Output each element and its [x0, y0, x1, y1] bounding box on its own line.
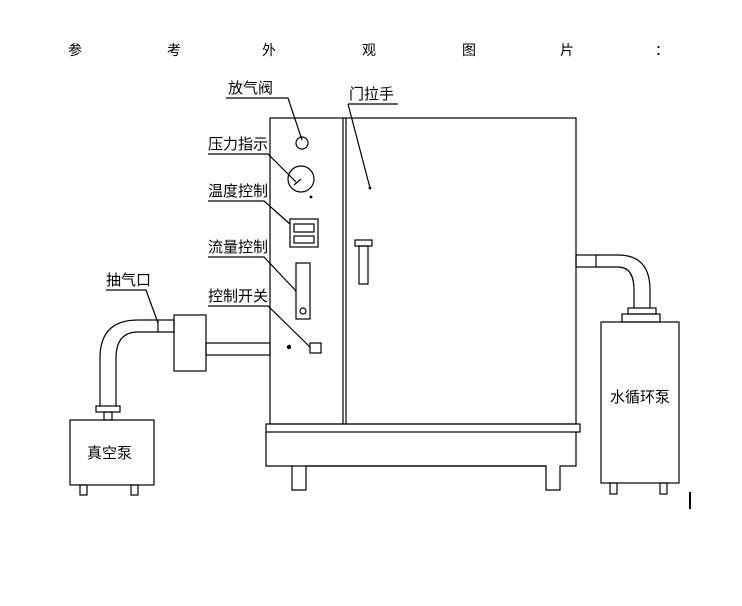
leader-temperature	[208, 200, 291, 225]
label-exhaust-port: 抽气口	[106, 271, 151, 289]
label-control-switch: 控制开关	[208, 287, 268, 305]
label-vacuum-pump: 真空泵	[87, 444, 132, 462]
label-door-handle: 门拉手	[349, 85, 394, 103]
controller-display-top	[293, 223, 315, 233]
door-handle-top	[354, 239, 373, 247]
gauge-needle	[293, 178, 302, 186]
heading-char: 考	[167, 43, 181, 59]
vent-valve-knob	[295, 136, 309, 150]
control-switch	[309, 342, 322, 354]
heading-char: 参	[68, 43, 82, 59]
label-pressure-indicator: 压力指示	[208, 135, 268, 153]
controller-display-bottom	[293, 235, 315, 244]
water-hose-inner	[596, 266, 635, 308]
label-water-circulation-pump: 水循环泵	[610, 388, 670, 406]
leader-vent-valve	[226, 97, 303, 141]
water-pump-neck	[627, 307, 657, 315]
pressure-gauge	[287, 165, 315, 193]
exhaust-pipe	[205, 342, 271, 356]
water-hose-outer	[596, 254, 651, 308]
exhaust-port	[173, 314, 207, 372]
outlet-pipe	[575, 254, 597, 268]
vacuum-pump-valve	[103, 411, 113, 421]
label-vent-valve: 放气阀	[228, 79, 273, 97]
leader-door-handle	[347, 103, 371, 189]
vacuum-pump-foot-right	[130, 484, 139, 496]
heading-char: 外	[262, 43, 276, 59]
indicator-dot	[286, 344, 292, 350]
heading-char: 观	[362, 43, 376, 59]
vacuum-hose-inner	[115, 331, 158, 406]
cabinet-plinth	[265, 423, 581, 433]
flow-meter-tube	[295, 262, 311, 320]
heading-char: 图	[462, 43, 476, 59]
cabinet-body	[269, 117, 577, 425]
temperature-controller	[289, 218, 319, 248]
vacuum-pump-body	[69, 419, 155, 486]
exhaust-collar	[157, 319, 175, 333]
label-temperature-control: 温度控制	[208, 182, 268, 200]
text-cursor	[689, 492, 691, 509]
heading-char: 片	[560, 43, 574, 59]
water-pump-foot-left	[609, 482, 618, 495]
cabinet-stand	[265, 432, 577, 491]
water-pump-body	[600, 321, 680, 484]
leader-flow	[208, 256, 297, 292]
water-pump-cap	[621, 313, 661, 323]
vacuum-hose-outer	[99, 319, 158, 406]
leader-pressure	[208, 153, 297, 183]
door-handle-grip	[358, 245, 369, 285]
gauge-dot	[309, 195, 313, 199]
figure-heading: 参 考 外 观 图 片 ：	[0, 40, 742, 64]
flow-meter-float	[299, 307, 307, 315]
vacuum-pump-foot-left	[79, 484, 88, 496]
water-pump-foot-right	[659, 482, 668, 495]
label-flow-control: 流量控制	[208, 238, 268, 256]
leader-switch	[208, 305, 311, 348]
leader-exhaust	[106, 289, 159, 324]
heading-char: ：	[655, 43, 669, 59]
vacuum-pump-neck	[95, 405, 121, 413]
